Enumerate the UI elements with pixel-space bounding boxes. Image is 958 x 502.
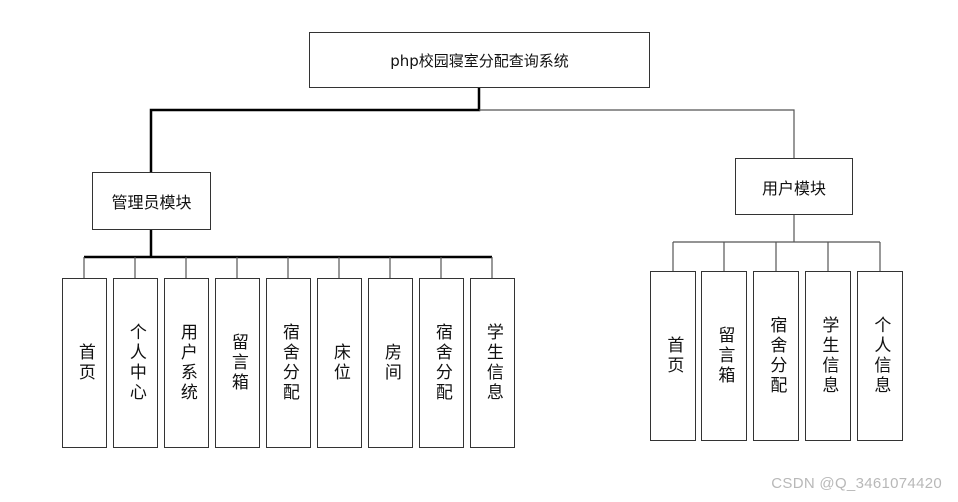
- admin-module-node: 管理员模块: [92, 172, 211, 230]
- admin-item-message-box: 留言箱: [215, 278, 260, 448]
- admin-item-dorm-allocation-2: 宿舍分配: [419, 278, 464, 448]
- admin-item-personal-center: 个人中心: [113, 278, 158, 448]
- root-node: php校园寝室分配查询系统: [309, 32, 650, 88]
- user-item-label: 学生信息: [818, 316, 839, 396]
- admin-item-bed: 床位: [317, 278, 362, 448]
- admin-item-label: 学生信息: [482, 323, 503, 403]
- admin-item-label: 宿舍分配: [431, 323, 452, 403]
- admin-item-label: 用户系统: [176, 323, 197, 403]
- admin-item-label: 房间: [380, 343, 401, 383]
- admin-module-title: 管理员模块: [111, 193, 192, 212]
- user-module-node: 用户模块: [735, 158, 853, 215]
- user-item-dorm-allocation: 宿舍分配: [753, 271, 799, 441]
- admin-item-room: 房间: [368, 278, 413, 448]
- admin-item-label: 留言箱: [227, 333, 248, 393]
- admin-item-student-info: 学生信息: [470, 278, 515, 448]
- admin-item-label: 宿舍分配: [278, 323, 299, 403]
- admin-item-label: 床位: [329, 343, 350, 383]
- user-item-label: 首页: [663, 336, 684, 376]
- connector-root-admin: [149, 88, 481, 172]
- admin-item-user-system: 用户系统: [164, 278, 209, 448]
- admin-item-dorm-allocation: 宿舍分配: [266, 278, 311, 448]
- user-item-personal-info: 个人信息: [857, 271, 903, 441]
- connector-admin-drops: [83, 257, 493, 278]
- user-item-label: 个人信息: [870, 316, 891, 396]
- user-item-label: 宿舍分配: [766, 316, 787, 396]
- admin-item-home: 首页: [62, 278, 107, 448]
- user-item-home: 首页: [650, 271, 696, 441]
- admin-item-label: 个人中心: [125, 323, 146, 403]
- user-item-label: 留言箱: [714, 326, 735, 386]
- user-item-student-info: 学生信息: [805, 271, 851, 441]
- user-module-title: 用户模块: [761, 178, 826, 198]
- connector-root-user: [479, 109, 795, 158]
- admin-item-label: 首页: [74, 343, 95, 383]
- root-title: php校园寝室分配查询系统: [390, 51, 569, 70]
- user-item-message-box: 留言箱: [701, 271, 747, 441]
- watermark: CSDN @Q_3461074420: [771, 475, 942, 492]
- connector-user-drops: [672, 242, 881, 271]
